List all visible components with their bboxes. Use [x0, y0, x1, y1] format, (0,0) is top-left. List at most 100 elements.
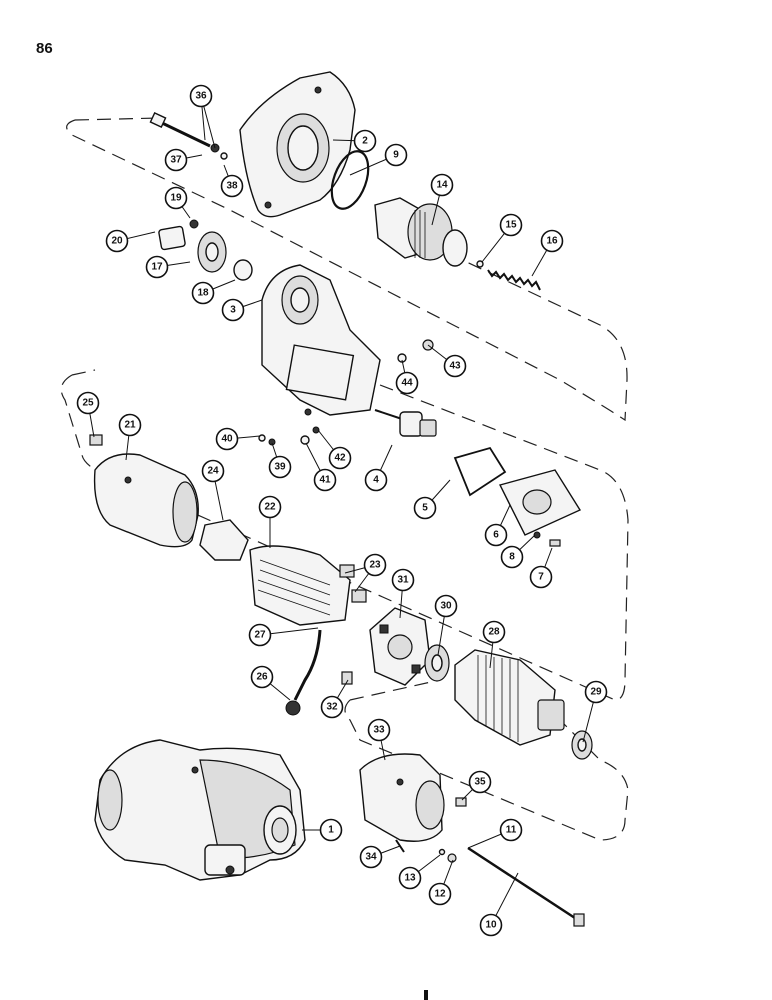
steel-ball [476, 260, 484, 268]
callout-number: 2 [362, 136, 368, 147]
callout-circle [164, 186, 188, 210]
callout-29: 29 [582, 680, 608, 743]
callout-24: 24 [201, 459, 225, 521]
washer-terminal [300, 435, 310, 445]
callout-number: 34 [365, 852, 377, 863]
callout-number: 9 [393, 150, 399, 161]
plug [89, 434, 103, 446]
callout-28: 28 [482, 620, 506, 669]
callout-34: 34 [359, 845, 401, 869]
callout-26: 26 [250, 665, 291, 701]
callout-circle [145, 255, 169, 279]
callout-15: 15 [481, 213, 523, 263]
callout-23: 23 [344, 553, 387, 593]
callout-number: 36 [195, 91, 207, 102]
armature [454, 649, 565, 746]
callout-10: 10 [479, 872, 519, 937]
callout-number: 28 [488, 627, 500, 638]
callout-32: 32 [320, 679, 349, 719]
washer-12 [447, 853, 457, 863]
group-outline-upper-left [74, 117, 161, 121]
gasket [453, 446, 507, 497]
page-number: 86 [36, 40, 53, 57]
callout-circle [76, 391, 100, 415]
callout-number: 26 [256, 672, 268, 683]
callout-number: 13 [404, 873, 416, 884]
callout-5: 5 [413, 479, 451, 520]
callout-number: 4 [373, 475, 379, 486]
callout-number: 22 [264, 502, 276, 513]
callout-number: 30 [440, 601, 452, 612]
callout-circle [118, 413, 142, 437]
end-screw [455, 797, 467, 807]
callout-number: 3 [230, 305, 236, 316]
callout-30: 30 [434, 594, 458, 656]
callout-number: 16 [546, 236, 558, 247]
callout-circle [384, 143, 408, 167]
callout-circle [482, 620, 506, 644]
callout-37: 37 [164, 148, 203, 172]
callout-40: 40 [215, 427, 261, 451]
callout-circle [250, 665, 274, 689]
group-outline-lower-top [349, 679, 441, 701]
callout-7: 7 [529, 547, 553, 589]
callout-27: 27 [248, 623, 319, 647]
callout-number: 38 [226, 181, 238, 192]
group-outline-lower [344, 699, 629, 841]
callout-6: 6 [484, 504, 511, 547]
callout-39: 39 [268, 442, 292, 479]
callout-circle [500, 545, 524, 569]
spring [487, 269, 541, 291]
field-coil [249, 545, 367, 626]
bearing-front [424, 644, 450, 682]
callout-number: 17 [151, 262, 163, 273]
callout-circle [367, 718, 391, 742]
callout-circle [319, 818, 343, 842]
callout-circle [364, 468, 388, 492]
callout-19: 19 [164, 186, 191, 219]
callout-circle [468, 770, 492, 794]
callout-circle [428, 882, 452, 906]
callout-number: 12 [434, 889, 446, 900]
callout-31: 31 [391, 568, 415, 619]
callout-circle [248, 623, 272, 647]
lock-washer [533, 531, 541, 539]
callout-number: 40 [221, 434, 233, 445]
pinion-clutch [374, 197, 468, 267]
group-outline-middle-top [71, 369, 96, 376]
through-bolt-head [573, 913, 585, 927]
callout-number: 43 [449, 361, 461, 372]
callout-circle [221, 298, 245, 322]
callout-circle [413, 496, 437, 520]
callout-number: 29 [590, 687, 602, 698]
callout-circle [540, 229, 564, 253]
scan-mark [424, 990, 428, 1000]
callout-circle [529, 565, 553, 589]
callout-number: 8 [509, 552, 515, 563]
callout-14: 14 [430, 173, 454, 226]
callout-number: 1 [328, 825, 334, 836]
callout-22: 22 [258, 495, 282, 548]
field-frame [93, 453, 199, 548]
field-yoke-housing [261, 264, 381, 416]
bolt [149, 112, 228, 160]
callout-3: 3 [221, 298, 263, 322]
callout-number: 37 [170, 155, 182, 166]
callout-number: 32 [326, 702, 338, 713]
callout-number: 14 [436, 180, 448, 191]
callout-16: 16 [531, 229, 564, 277]
terminal-eye [285, 700, 301, 716]
callout-12: 12 [428, 859, 454, 906]
callout-number: 27 [254, 630, 266, 641]
callout-circle [359, 845, 383, 869]
callout-35: 35 [461, 770, 492, 801]
brush-spring [341, 671, 353, 685]
callout-9: 9 [349, 143, 408, 176]
callout-number: 33 [373, 725, 385, 736]
group-outline-middle [60, 374, 629, 701]
callout-circle [268, 455, 292, 479]
callout-circle [499, 818, 523, 842]
callout-13: 13 [398, 854, 441, 890]
